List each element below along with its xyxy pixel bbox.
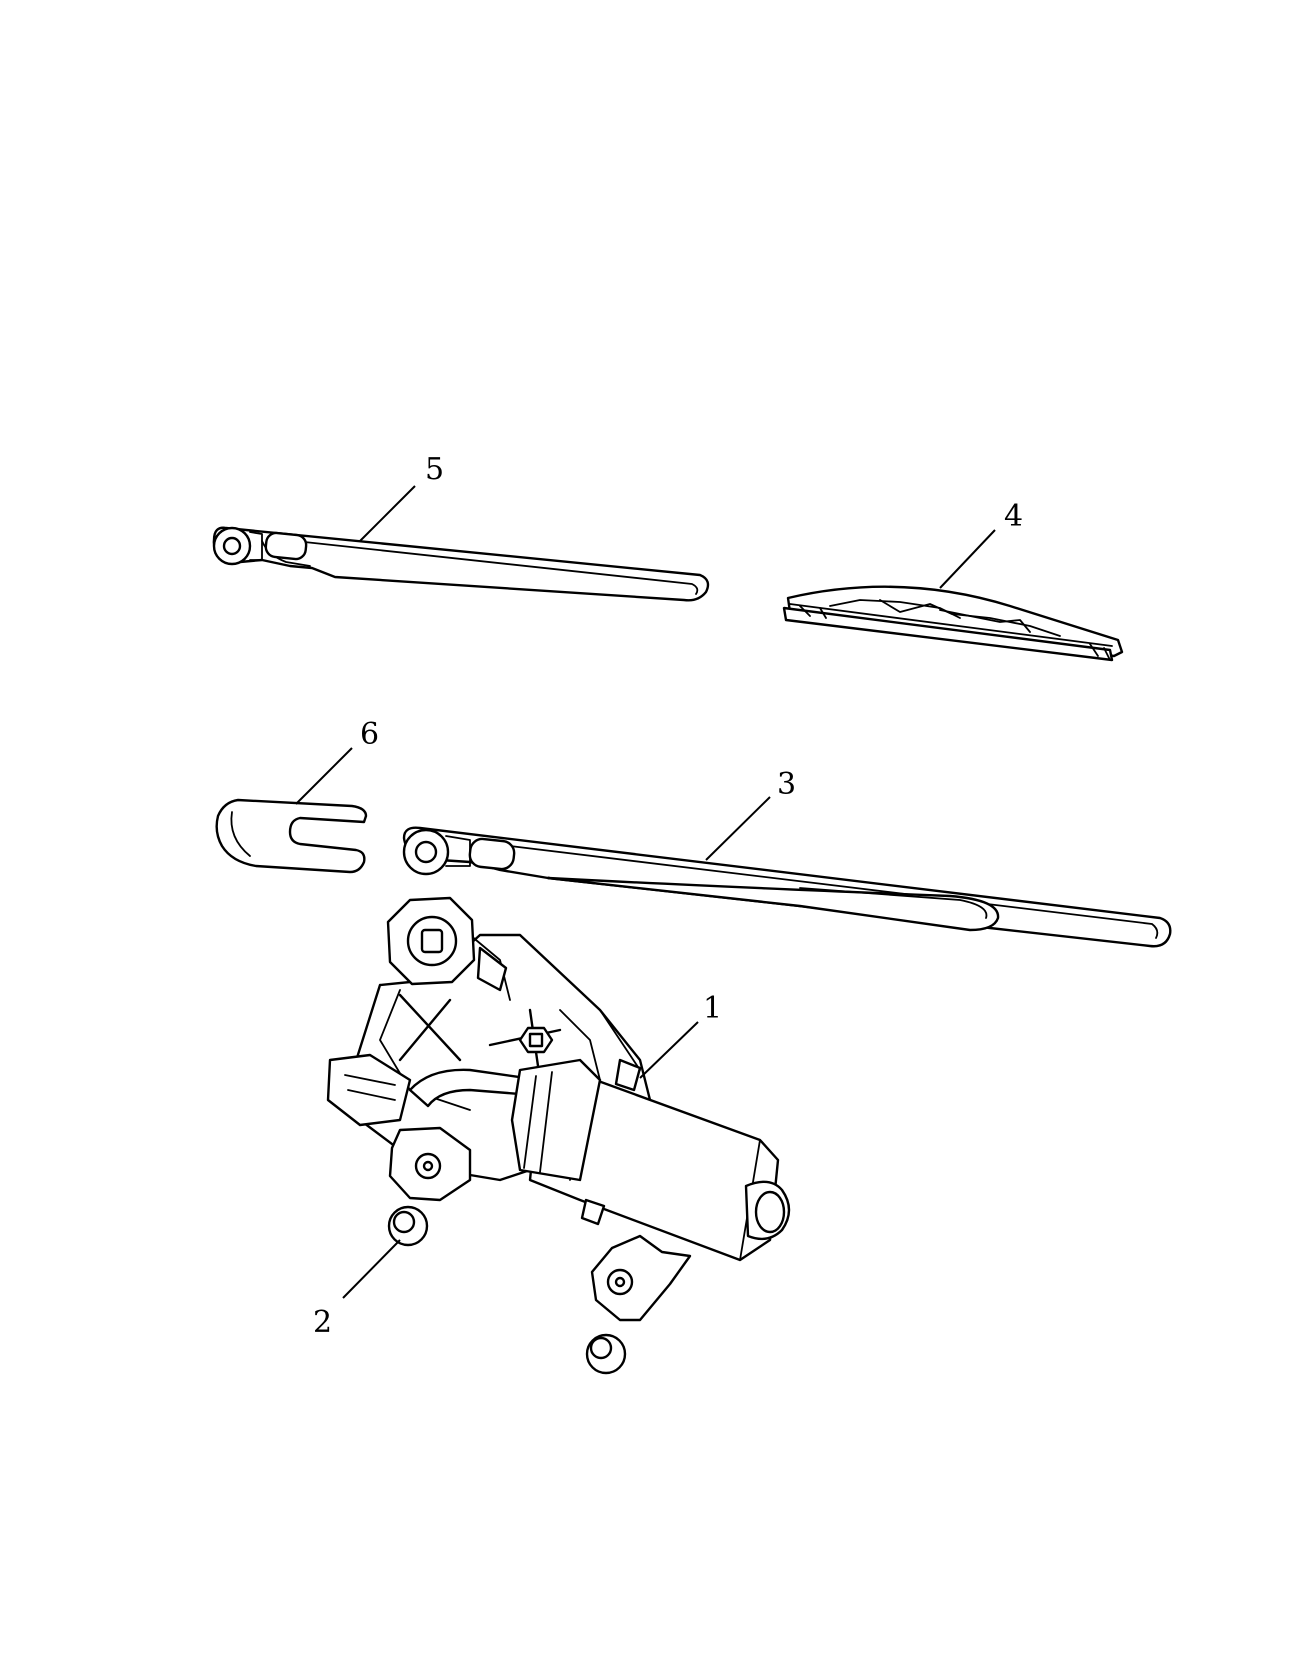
part-2-nut-lower xyxy=(585,1333,627,1375)
leader-line-5 xyxy=(359,485,416,542)
leader-line-1 xyxy=(639,1021,699,1079)
part-3-wiper-arm-long xyxy=(402,826,1172,948)
leader-line-3 xyxy=(705,796,771,861)
callout-label-3: 3 xyxy=(777,767,796,802)
callout-label-2: 2 xyxy=(313,1305,332,1340)
leader-line-6 xyxy=(295,747,353,805)
callout-label-5: 5 xyxy=(425,452,444,487)
callout-label-1: 1 xyxy=(703,991,722,1026)
leader-line-2 xyxy=(342,1239,401,1299)
part-6-arm-cover-cap xyxy=(215,798,368,874)
part-4-wiper-blade xyxy=(782,585,1124,662)
leader-line-4 xyxy=(939,529,996,589)
part-1-wiper-motor xyxy=(326,896,791,1322)
part-5-wiper-arm xyxy=(212,526,710,602)
callout-label-6: 6 xyxy=(360,717,379,752)
callout-label-4: 4 xyxy=(1004,499,1023,534)
part-2-nut-upper xyxy=(387,1205,429,1247)
